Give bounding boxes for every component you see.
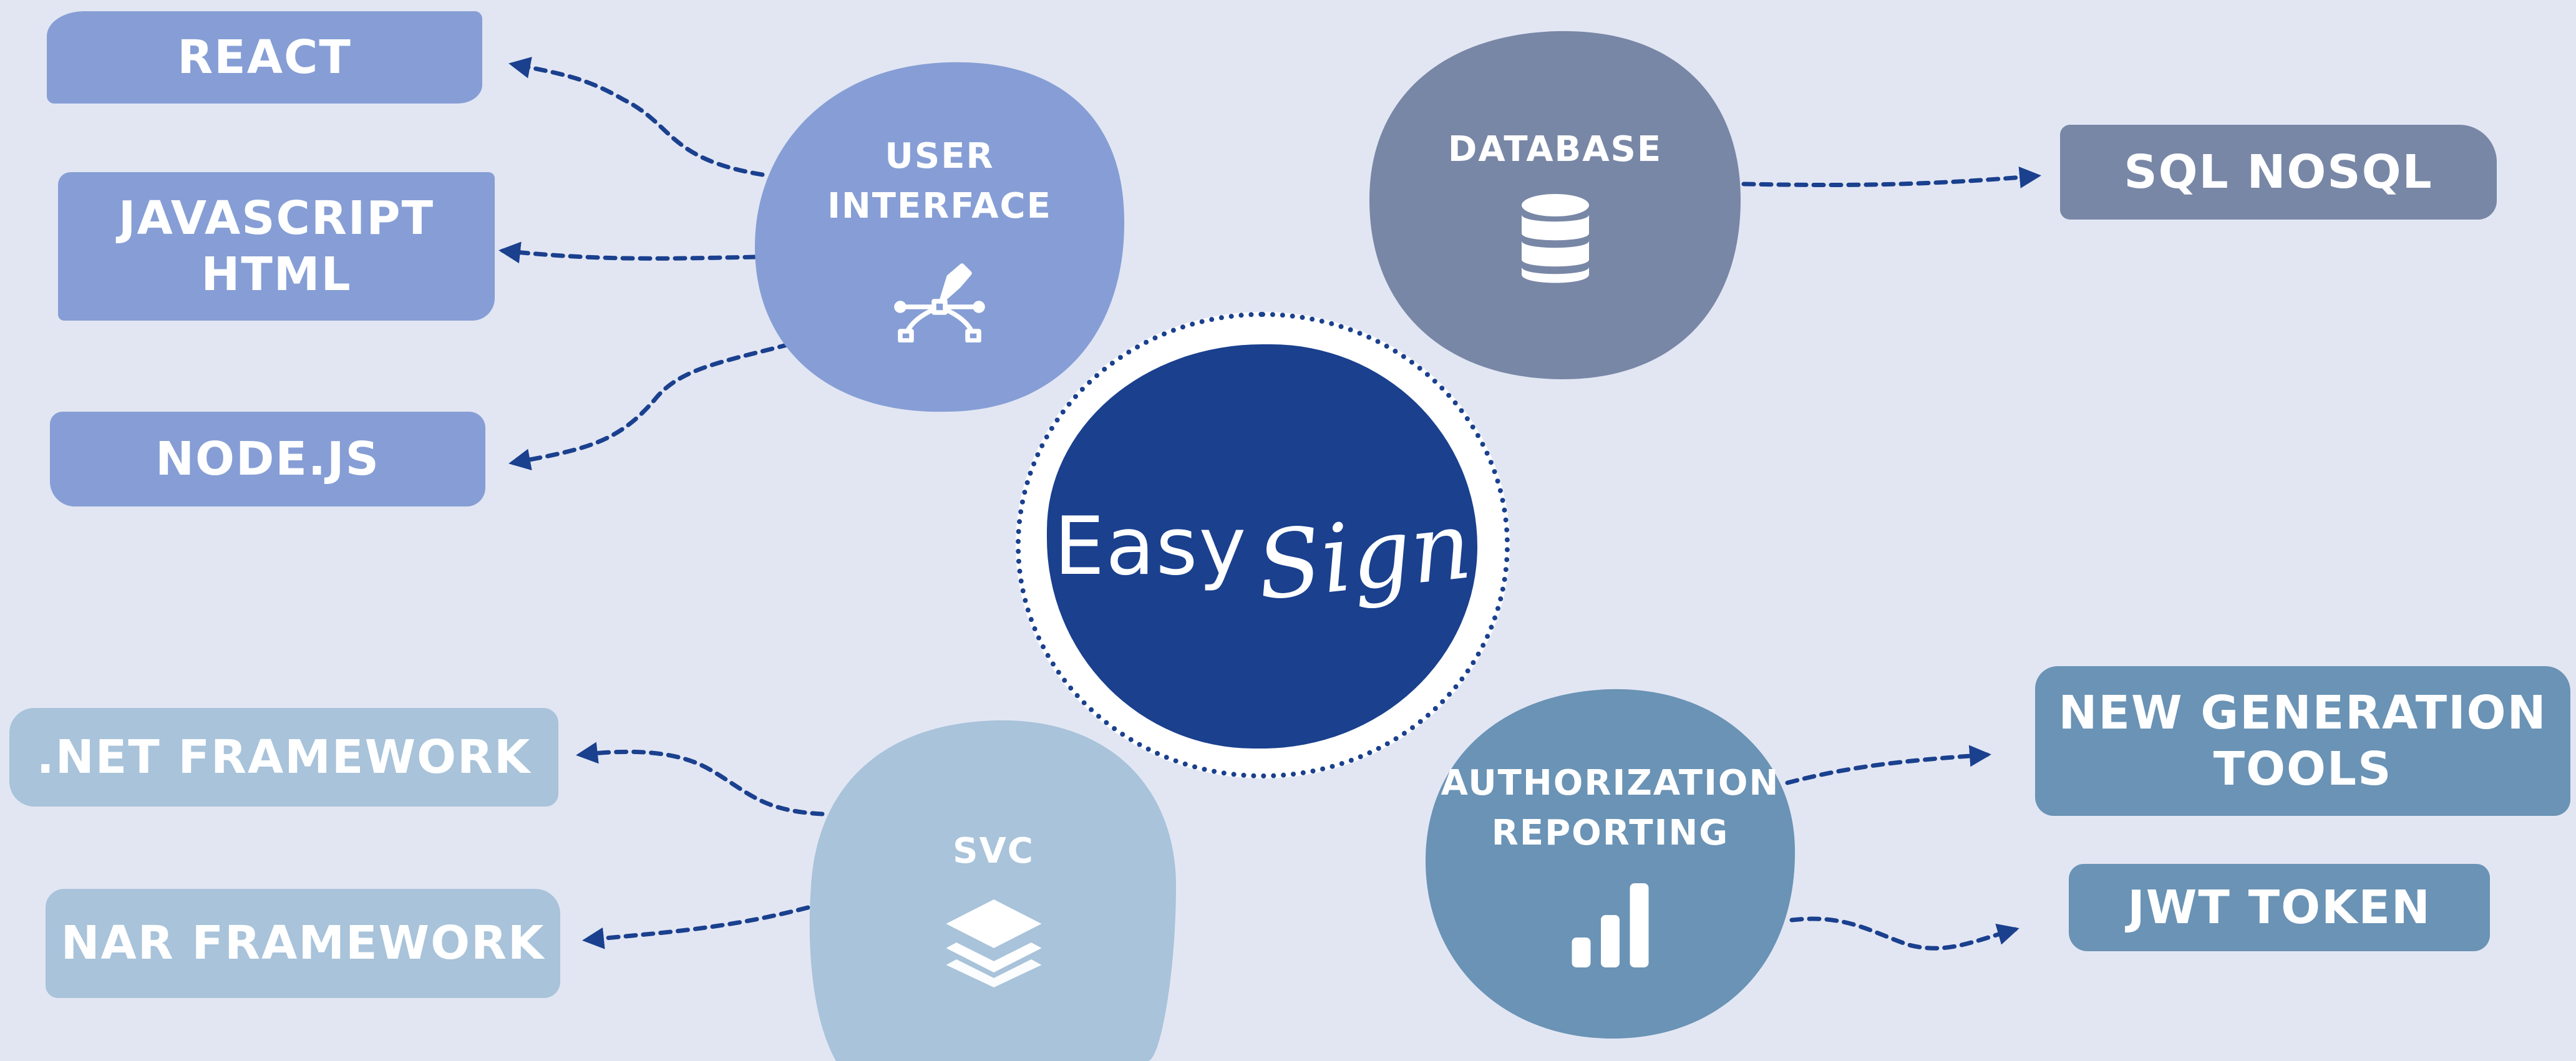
- tag-new-generation-tools: NEW GENERATION TOOLS: [2035, 666, 2570, 816]
- tag-sql-nosql-label: SQL NOSQL: [2124, 145, 2433, 199]
- connector-svc-to-net: [576, 742, 825, 816]
- logo-word-easy: Easy: [1054, 500, 1248, 593]
- user-interface-label: USER INTERFACE: [827, 136, 1052, 226]
- tag-nodejs: NODE.JS: [50, 412, 485, 506]
- tag-javascript-html: JAVASCRIPT HTML: [58, 172, 495, 321]
- tag-net-framework-label: .NET FRAMEWORK: [36, 730, 532, 784]
- connector-svc-to-nar: [582, 905, 810, 949]
- authorization-node: AUTHORIZATION REPORTING: [1426, 689, 1795, 1039]
- tag-net-framework: .NET FRAMEWORK: [9, 708, 558, 807]
- database-node: DATABASE: [1369, 31, 1741, 379]
- database-icon: [1521, 193, 1589, 283]
- svc-label: SVC: [953, 831, 1034, 871]
- authorization-blob: [1426, 689, 1796, 1039]
- pen-tool-icon: [894, 263, 985, 342]
- user-interface-blob: [754, 62, 1125, 412]
- tag-jwt-token: JWT TOKEN: [2069, 864, 2490, 951]
- svc-node: SVC: [811, 720, 1176, 1061]
- connector-auth-to-jwt: [1789, 916, 2019, 951]
- tag-react-label: REACT: [177, 30, 352, 84]
- user-interface-node: USER INTERFACE: [755, 62, 1124, 412]
- logo-word-sign: Sign: [1252, 491, 1477, 622]
- tag-javascript-html-label: JAVASCRIPT HTML: [118, 191, 435, 301]
- svc-blob: [809, 720, 1176, 1061]
- connector-ui-to-nodejs: [508, 342, 792, 471]
- connector-ui-to-javascript: [498, 241, 757, 264]
- bar-chart-icon: [1572, 883, 1649, 967]
- easysign-logo: Easy Sign: [1047, 344, 1477, 749]
- connector-ui-to-react: [508, 57, 765, 177]
- tag-nar-framework: NAR FRAMEWORK: [46, 889, 560, 998]
- tag-sql-nosql: SQL NOSQL: [2060, 125, 2497, 220]
- connector-db-to-sql: [1741, 166, 2041, 188]
- authorization-label: AUTHORIZATION REPORTING: [1441, 763, 1780, 853]
- database-label: DATABASE: [1447, 129, 1663, 170]
- tag-react: REACT: [47, 11, 482, 104]
- connector-auth-to-newgen: [1785, 745, 1991, 785]
- tag-nodejs-label: NODE.JS: [155, 432, 380, 486]
- tag-nar-framework-label: NAR FRAMEWORK: [61, 916, 545, 971]
- tag-new-generation-tools-label: NEW GENERATION TOOLS: [2058, 686, 2547, 796]
- tag-jwt-token-label: JWT TOKEN: [2127, 880, 2431, 934]
- layers-icon: [946, 899, 1041, 987]
